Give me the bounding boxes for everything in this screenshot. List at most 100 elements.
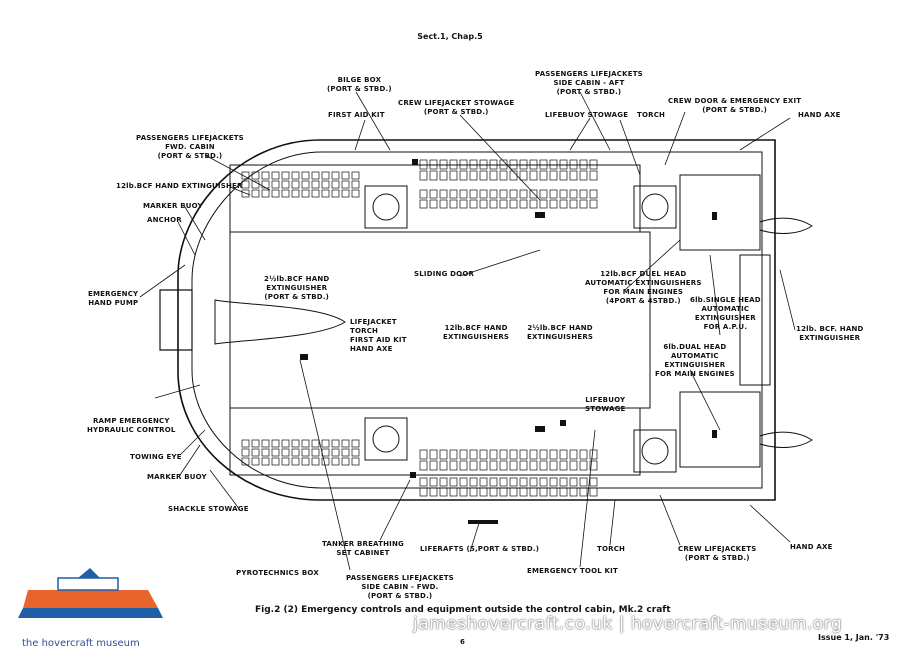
label-duel-head: 12lb.BCF DUEL HEAD AUTOMATIC EXTINGUISHE… bbox=[585, 270, 702, 305]
seat bbox=[241, 439, 250, 448]
seat bbox=[569, 449, 578, 460]
stair-top-aft bbox=[633, 185, 677, 229]
seat bbox=[499, 170, 508, 181]
label-anchor: ANCHOR bbox=[147, 216, 182, 224]
seat bbox=[241, 448, 250, 457]
seat bbox=[351, 189, 360, 198]
seat bbox=[251, 171, 260, 180]
seat bbox=[449, 449, 458, 460]
seat bbox=[271, 448, 280, 457]
seat bbox=[539, 159, 548, 170]
seat bbox=[479, 487, 488, 497]
seat bbox=[549, 449, 558, 460]
label-torch-top: TORCH bbox=[637, 111, 666, 119]
seat bbox=[579, 170, 588, 181]
seat bbox=[519, 189, 528, 199]
seat bbox=[301, 457, 310, 466]
seat bbox=[301, 189, 310, 198]
logo-base bbox=[18, 608, 163, 618]
seat bbox=[539, 477, 548, 487]
seat bbox=[479, 170, 488, 181]
seat bbox=[311, 180, 320, 189]
seat bbox=[459, 477, 468, 487]
seat bbox=[331, 180, 340, 189]
seat bbox=[499, 460, 508, 471]
label-first-aid-kit: FIRST AID KIT bbox=[328, 111, 385, 119]
vehicle-deck bbox=[229, 231, 651, 409]
seat bbox=[281, 171, 290, 180]
seat bbox=[559, 199, 568, 209]
seat bbox=[449, 199, 458, 209]
seat bbox=[479, 477, 488, 487]
seat bbox=[331, 457, 340, 466]
label-crew-jacket-stowage: CREW LIFEJACKET STOWAGE (PORT & STBD.) bbox=[398, 99, 515, 116]
seat bbox=[579, 460, 588, 471]
museum-logo bbox=[18, 568, 163, 618]
seat bbox=[469, 159, 478, 170]
figure-caption: Fig.2 (2) Emergency controls and equipme… bbox=[255, 605, 671, 615]
seat bbox=[559, 449, 568, 460]
seat bbox=[499, 199, 508, 209]
seat bbox=[549, 159, 558, 170]
seat bbox=[261, 448, 270, 457]
seat bbox=[301, 180, 310, 189]
seat bbox=[519, 477, 528, 487]
seat bbox=[419, 487, 428, 497]
label-hand-axe-top: HAND AXE bbox=[798, 111, 841, 119]
seat bbox=[331, 189, 340, 198]
seat bbox=[439, 487, 448, 497]
seat bbox=[241, 189, 250, 198]
label-pass-jackets-side-fwd: PASSENGERS LIFEJACKETS SIDE CABIN - FWD.… bbox=[346, 574, 454, 600]
seat bbox=[439, 477, 448, 487]
seat bbox=[509, 159, 518, 170]
seat bbox=[589, 460, 598, 471]
seat bbox=[261, 171, 270, 180]
label-pass-jackets-fwd: PASSENGERS LIFEJACKETS FWD. CABIN (PORT … bbox=[136, 134, 244, 160]
watermark: jameshovercraft.co.uk | hovercraft-museu… bbox=[413, 614, 843, 634]
seat bbox=[439, 170, 448, 181]
seat bbox=[489, 449, 498, 460]
engine-bay-top bbox=[679, 174, 761, 251]
seat bbox=[519, 487, 528, 497]
seat bbox=[459, 487, 468, 497]
seat bbox=[489, 159, 498, 170]
seat bbox=[291, 439, 300, 448]
seat bbox=[331, 171, 340, 180]
label-bilge-box: BILGE BOX (PORT & STBD.) bbox=[327, 76, 392, 93]
label-towing-eye: TOWING EYE bbox=[130, 453, 182, 461]
label-crew-lifejackets: CREW LIFEJACKETS (PORT & STBD.) bbox=[678, 545, 757, 562]
seat bbox=[529, 477, 538, 487]
seat bbox=[469, 189, 478, 199]
seat bbox=[311, 171, 320, 180]
label-marker-buoy-bottom: MARKER BUOY bbox=[147, 473, 207, 481]
seat bbox=[549, 477, 558, 487]
seat bbox=[569, 460, 578, 471]
seat bbox=[579, 487, 588, 497]
seat bbox=[559, 189, 568, 199]
seat bbox=[539, 460, 548, 471]
seat bbox=[341, 189, 350, 198]
seat bbox=[331, 439, 340, 448]
seat bbox=[489, 189, 498, 199]
issue-date: Issue 1, Jan. '73 bbox=[818, 633, 890, 642]
seat bbox=[291, 448, 300, 457]
seat bbox=[589, 159, 598, 170]
seat bbox=[281, 189, 290, 198]
seat bbox=[321, 180, 330, 189]
seat bbox=[569, 199, 578, 209]
seat bbox=[341, 448, 350, 457]
seat bbox=[479, 189, 488, 199]
seat bbox=[529, 159, 538, 170]
seat bbox=[559, 170, 568, 181]
label-hand-extinguishers-12: 12lb.BCF HAND EXTINGUISHERS bbox=[443, 324, 510, 341]
seat bbox=[509, 460, 518, 471]
seat bbox=[509, 199, 518, 209]
seat bbox=[529, 199, 538, 209]
seat bbox=[539, 189, 548, 199]
seat bbox=[559, 460, 568, 471]
seat bbox=[271, 171, 280, 180]
leader-lines bbox=[139, 91, 796, 571]
seat bbox=[291, 189, 300, 198]
stair-bottom-fwd bbox=[364, 417, 408, 461]
